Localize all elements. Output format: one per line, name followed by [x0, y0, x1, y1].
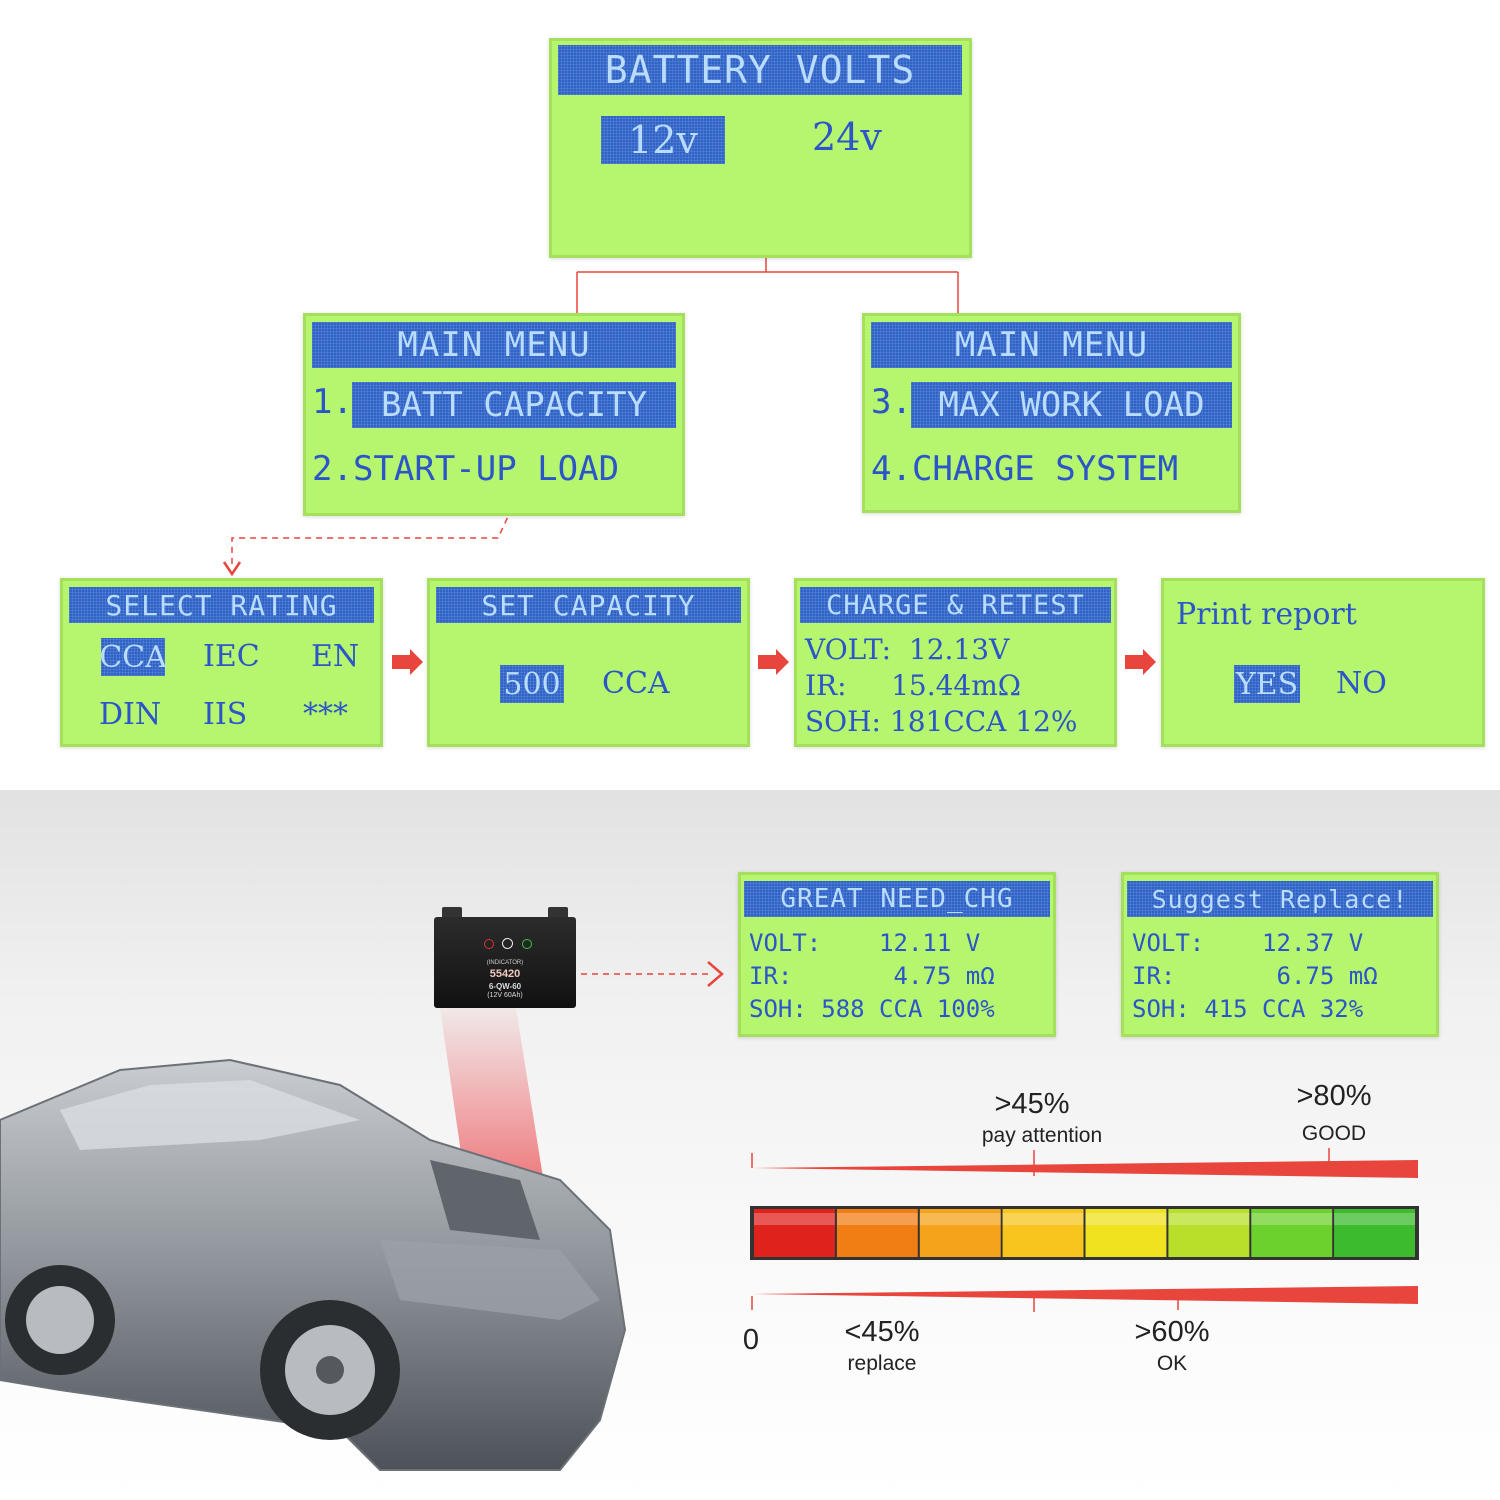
result-ir: IR: 4.75 mΩ — [749, 962, 995, 990]
rating-option-other[interactable]: *** — [303, 697, 348, 732]
screen-title: MAIN MENU — [871, 322, 1232, 368]
print-no-button[interactable]: NO — [1336, 666, 1387, 701]
scale-label-zero: 0 — [742, 1324, 760, 1356]
flow-arrow-icon — [1125, 649, 1156, 675]
set-capacity-screen: SET CAPACITY 500 CCA — [427, 578, 750, 747]
scale-bottom-wedge — [752, 1286, 1418, 1304]
battery-body — [434, 917, 576, 1008]
gauge-segment — [919, 1209, 1001, 1257]
battery-indicator-label: (INDICATOR) — [486, 960, 524, 966]
rating-option-en[interactable]: EN — [311, 639, 360, 674]
battery-illustration: (INDICATOR) 55420 6-QW-60 (12V 60Ah) — [434, 907, 576, 1008]
screen-title: Print report — [1176, 597, 1357, 632]
car-illustration — [0, 1058, 627, 1471]
result-ir: IR: 15.44mΩ — [805, 669, 1022, 702]
menu-item-batt-capacity[interactable]: BATT CAPACITY — [352, 382, 676, 428]
gauge-segment-shine — [836, 1213, 918, 1225]
gauge-segment-shine — [1334, 1213, 1415, 1225]
battery-volts-screen: BATTERY VOLTS 12v 24v — [549, 38, 972, 258]
gauge-segment — [754, 1209, 835, 1257]
scale-label-45-text: pay attention — [981, 1124, 1103, 1147]
indicator-dot-icon — [502, 938, 513, 949]
result-ir: IR: 6.75 mΩ — [1132, 962, 1378, 990]
connector-startup-to-rating — [231, 507, 513, 566]
gauge-segment — [836, 1209, 918, 1257]
screen-title: GREAT NEED_CHG — [744, 881, 1050, 917]
main-menu-right-screen: MAIN MENU 3. MAX WORK LOAD 4.CHARGE SYST… — [862, 313, 1241, 513]
battery-terminal — [548, 907, 568, 919]
option-12v-selected[interactable]: 12v — [601, 116, 725, 164]
result-volt: VOLT: 12.37 V — [1132, 929, 1364, 957]
option-24v[interactable]: 24v — [812, 115, 882, 159]
flow-arrow-icon — [392, 649, 423, 675]
scale-label-60-value: >60% — [1134, 1316, 1210, 1348]
menu-item-charge-system[interactable]: 4.CHARGE SYSTEM — [871, 449, 1179, 489]
menu-item-number: 3. — [871, 382, 912, 422]
screen-title: Suggest Replace! — [1127, 881, 1433, 917]
gauge-segment-shine — [1085, 1213, 1167, 1225]
indicator-dot-icon — [484, 939, 494, 949]
scale-label-below45-value: <45% — [844, 1316, 920, 1348]
gauge-segment-shine — [1168, 1213, 1250, 1225]
menu-item-max-work-load[interactable]: MAX WORK LOAD — [911, 382, 1232, 428]
screen-title: CHARGE & RETEST — [800, 587, 1111, 623]
arrow-down-icon — [222, 561, 242, 577]
rating-option-iis[interactable]: IIS — [203, 697, 248, 732]
select-rating-screen: SELECT RATING CCA IEC EN DIN IIS *** — [60, 578, 383, 747]
screen-title: SELECT RATING — [69, 587, 374, 623]
battery-spec: (12V 60Ah) — [487, 992, 523, 999]
gauge-segment — [1168, 1209, 1250, 1257]
print-yes-button[interactable]: YES — [1234, 665, 1300, 703]
battery-type: 6-QW-60 — [488, 982, 522, 991]
gauge-segment-shine — [754, 1213, 835, 1225]
battery-terminal — [442, 907, 462, 919]
scale-top-wedge — [752, 1160, 1418, 1178]
scale-label-below45-text: replace — [847, 1352, 917, 1375]
menu-item-startup-load[interactable]: 2.START-UP LOAD — [312, 449, 620, 489]
arrow-right-icon — [707, 961, 724, 987]
gauge-segment-shine — [1251, 1213, 1333, 1225]
gauge-segment-shine — [919, 1213, 1001, 1225]
menu-item-number: 1. — [312, 382, 353, 422]
scale-label-80-value: >80% — [1296, 1080, 1372, 1112]
gauge-segment — [1334, 1209, 1415, 1257]
indicator-dot-icon — [522, 939, 532, 949]
rating-option-cca-selected[interactable]: CCA — [99, 638, 167, 676]
gauge-segment — [1002, 1209, 1084, 1257]
screen-title: MAIN MENU — [312, 322, 676, 368]
result-soh: SOH: 181CCA 12% — [805, 705, 1078, 738]
capacity-unit: CCA — [602, 666, 670, 701]
rating-option-iec[interactable]: IEC — [203, 639, 260, 674]
scale-label-80-text: GOOD — [1301, 1122, 1367, 1145]
result-soh: SOH: 415 CCA 32% — [1132, 995, 1364, 1023]
charge-retest-screen: CHARGE & RETEST VOLT: 12.13V IR: 15.44mΩ… — [794, 578, 1117, 747]
result-volt: VOLT: 12.13V — [805, 633, 1010, 666]
screen-title: BATTERY VOLTS — [558, 45, 962, 95]
battery-model: 55420 — [489, 968, 521, 980]
gauge-segment-shine — [1002, 1213, 1084, 1225]
scale-label-60-text: OK — [1156, 1352, 1188, 1375]
scale-label-45-value: >45% — [994, 1088, 1070, 1120]
flow-arrow-icon — [758, 649, 789, 675]
gauge-segment — [1085, 1209, 1167, 1257]
rating-option-din[interactable]: DIN — [99, 697, 162, 732]
main-menu-left-screen: MAIN MENU 1. BATT CAPACITY 2.START-UP LO… — [303, 313, 685, 516]
result-volt: VOLT: 12.11 V — [749, 929, 981, 957]
print-report-screen: Print report YES NO — [1161, 578, 1485, 747]
result-soh: SOH: 588 CCA 100% — [749, 995, 995, 1023]
screen-title: SET CAPACITY — [436, 587, 741, 623]
result-replace-screen: Suggest Replace! VOLT: 12.37 V IR: 6.75 … — [1121, 872, 1439, 1037]
result-good-screen: GREAT NEED_CHG VOLT: 12.11 V IR: 4.75 mΩ… — [738, 872, 1056, 1037]
gauge-segments — [754, 1209, 1415, 1257]
capacity-value[interactable]: 500 — [500, 665, 564, 703]
gauge-segment — [1251, 1209, 1333, 1257]
